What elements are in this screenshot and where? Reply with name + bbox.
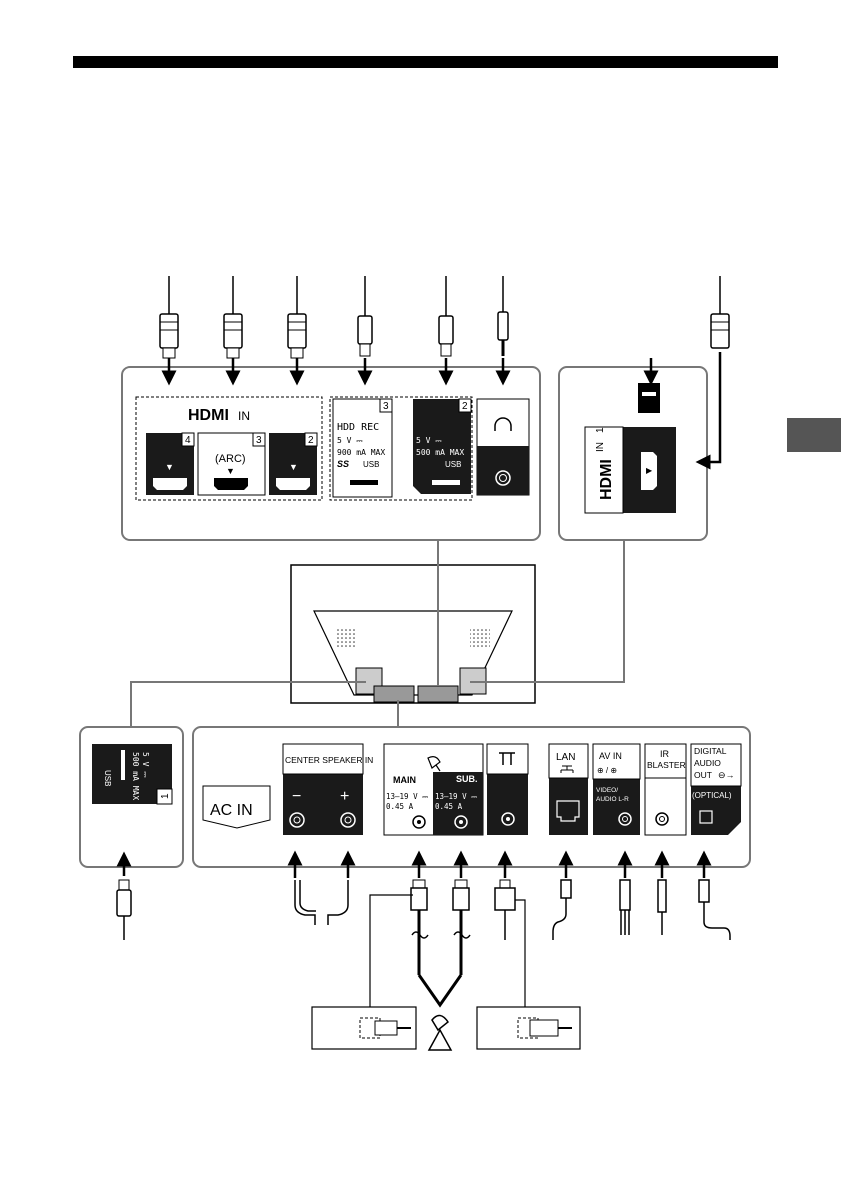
svg-text:(ARC): (ARC)	[215, 453, 246, 465]
antenna-cable	[495, 880, 525, 1026]
svg-text:900 mA MAX: 900 mA MAX	[337, 448, 385, 457]
av-in-port[interactable]: AV IN ⊕ / ⊕ VIDEO/ AUDIO L-R	[593, 744, 640, 835]
hdmi-port-2[interactable]: 2 ▼	[269, 433, 317, 495]
lan-cable	[553, 880, 571, 940]
svg-text:AV IN: AV IN	[599, 751, 622, 761]
svg-text:MAIN: MAIN	[393, 775, 416, 785]
svg-text:HDD REC: HDD REC	[337, 422, 379, 433]
svg-text:0.45 A: 0.45 A	[386, 802, 414, 811]
ir-cable	[658, 880, 666, 935]
hdmi-cable-1	[711, 276, 729, 348]
usb-cable-3	[358, 276, 372, 356]
hdmi-logo: HDMI	[188, 407, 229, 424]
svg-text:SUB.: SUB.	[456, 774, 478, 784]
svg-text:3: 3	[256, 435, 262, 446]
speaker-wire	[295, 880, 348, 925]
svg-text:▶: ▶	[646, 466, 653, 475]
lan-port[interactable]: LAN	[549, 744, 588, 835]
antenna-connector-inset	[477, 1007, 580, 1049]
antenna-input[interactable]	[487, 744, 528, 835]
svg-text:LAN: LAN	[556, 752, 575, 763]
digital-audio-out-port[interactable]: DIGITAL AUDIO OUT ⊖→ (OPTICAL)	[691, 744, 741, 835]
svg-text:⊕ / ⊕: ⊕ / ⊕	[597, 766, 617, 775]
headphone-jack[interactable]	[477, 399, 529, 495]
hdmi-port-3-arc[interactable]: 3 (ARC) ▼	[198, 433, 265, 495]
svg-text:VIDEO/: VIDEO/	[596, 787, 618, 794]
svg-text:5 V ⎓: 5 V ⎓	[141, 752, 150, 778]
svg-text:4: 4	[185, 435, 191, 446]
usb-port-1[interactable]: 1 5 V ⎓ 500 mA MAX USB	[92, 744, 172, 804]
hdmi-port-1[interactable]: HDMI IN 1 ▶	[585, 427, 676, 513]
left-connector-panel: 1 5 V ⎓ 500 mA MAX USB	[80, 727, 183, 867]
svg-text:−: −	[292, 788, 301, 805]
av-cable	[620, 880, 630, 935]
svg-text:AUDIO: AUDIO	[694, 758, 721, 768]
bottom-connector-panel: AC IN CENTER SPEAKER IN − + MAIN SUB. 13…	[193, 727, 750, 867]
headphone-cable	[498, 276, 508, 356]
svg-text:1: 1	[595, 427, 606, 433]
optical-cable	[699, 880, 730, 940]
section-tab	[787, 418, 841, 452]
svg-text:USB: USB	[103, 770, 112, 786]
usb-cable-2	[439, 276, 453, 356]
header-rule	[73, 56, 778, 68]
svg-text:500 mA MAX: 500 mA MAX	[131, 752, 140, 800]
svg-text:IR: IR	[660, 749, 670, 759]
hdmi-in-label: IN	[238, 409, 250, 423]
svg-text:▼: ▼	[226, 466, 235, 476]
svg-text:13–19 V ⎓: 13–19 V ⎓	[386, 792, 429, 801]
tv-rear-view	[131, 540, 624, 728]
svg-text:USB: USB	[363, 460, 379, 469]
svg-text:⊖→: ⊖→	[718, 770, 735, 780]
svg-text:5 V ⎓: 5 V ⎓	[337, 436, 363, 445]
svg-text:SS: SS	[337, 459, 349, 469]
hdmi-cable-4	[160, 276, 178, 358]
usb-port-2[interactable]: 2 5 V ⎓ 500 mA MAX USB	[413, 399, 471, 494]
svg-text:DIGITAL: DIGITAL	[694, 746, 727, 756]
hdmi-cable-3	[224, 276, 242, 358]
svg-text:BLASTER: BLASTER	[647, 760, 686, 770]
satellite-inputs[interactable]: MAIN SUB. 13–19 V ⎓ 0.45 A 13–19 V ⎓ 0.4…	[384, 744, 483, 835]
svg-text:0.45 A: 0.45 A	[435, 802, 463, 811]
svg-text:HDMI: HDMI	[598, 459, 615, 500]
ir-blaster-port[interactable]: IR BLASTER	[645, 744, 686, 835]
hdmi-port-4[interactable]: 4 ▼	[146, 433, 194, 495]
usb-cable-1	[117, 859, 131, 940]
svg-text:5 V ⎓: 5 V ⎓	[416, 436, 442, 445]
svg-text:+: +	[340, 788, 349, 805]
svg-text:▼: ▼	[289, 462, 298, 472]
center-speaker-in[interactable]: CENTER SPEAKER IN − +	[283, 744, 373, 835]
svg-text:2: 2	[462, 401, 468, 412]
svg-text:▼: ▼	[165, 462, 174, 472]
top-connector-panel: HDMI IN 4 ▼ 3 (ARC) ▼ 2 ▼	[122, 367, 540, 540]
svg-text:USB: USB	[445, 460, 461, 469]
svg-text:2: 2	[308, 435, 314, 446]
side-connector-panel: HDMI IN 1 ▶	[559, 367, 707, 540]
ac-in-socket: AC IN	[203, 786, 270, 828]
svg-text:(OPTICAL): (OPTICAL)	[692, 791, 732, 800]
svg-text:CENTER SPEAKER IN: CENTER SPEAKER IN	[285, 755, 373, 765]
svg-text:OUT: OUT	[694, 770, 712, 780]
svg-text:3: 3	[383, 401, 389, 412]
svg-text:1: 1	[160, 793, 171, 799]
svg-text:AC IN: AC IN	[210, 802, 253, 819]
hdmi-cable-2	[288, 276, 306, 358]
usb-port-3-hdd-rec[interactable]: 3 HDD REC 5 V ⎓ 900 mA MAX SS USB	[333, 399, 392, 497]
svg-text:13–19 V ⎓: 13–19 V ⎓	[435, 792, 478, 801]
svg-text:500 mA MAX: 500 mA MAX	[416, 448, 464, 457]
satellite-connector-inset	[312, 1007, 416, 1049]
svg-text:IN: IN	[595, 442, 606, 452]
svg-text:AUDIO L-R: AUDIO L-R	[596, 796, 629, 803]
